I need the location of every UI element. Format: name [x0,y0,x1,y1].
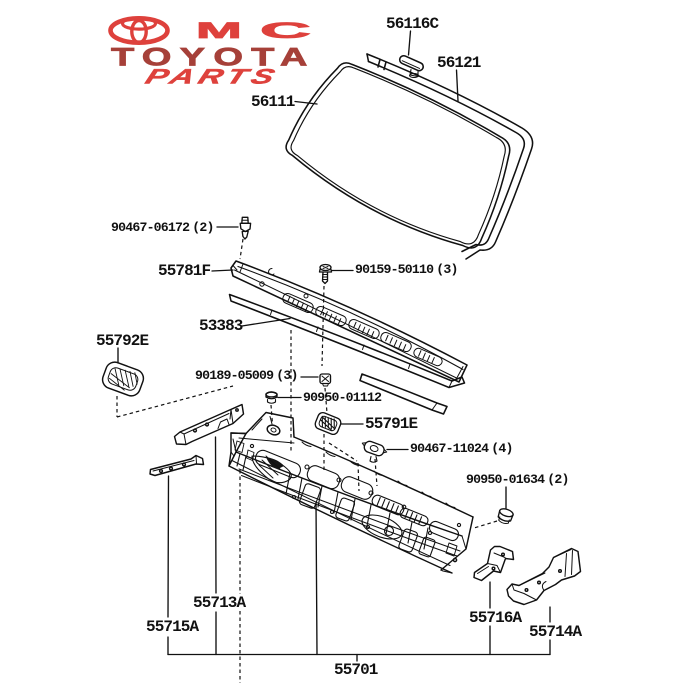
svg-text:90950-01634(2): 90950-01634(2) [466,472,569,487]
svg-text:53383: 53383 [199,317,243,335]
svg-text:55715A: 55715A [146,618,200,636]
svg-text:55716A: 55716A [469,609,523,627]
svg-text:90159-50110(3): 90159-50110(3) [355,262,458,277]
svg-text:90950-01112: 90950-01112 [303,390,382,405]
svg-text:55713A: 55713A [193,594,247,612]
svg-text:55701: 55701 [334,661,378,679]
svg-text:55781F: 55781F [158,262,211,280]
svg-text:55791E: 55791E [365,415,418,433]
svg-text:90467-11024(4): 90467-11024(4) [410,441,513,456]
svg-text:56111: 56111 [251,93,295,111]
svg-text:TOYOTA: TOYOTA [111,43,316,71]
svg-text:56121: 56121 [437,54,481,72]
svg-text:M: M [196,18,242,43]
svg-text:90467-06172(2): 90467-06172(2) [111,220,214,235]
svg-text:PARTS: PARTS [142,65,283,88]
svg-text:90189-05009(3): 90189-05009(3) [195,368,298,383]
svg-text:C: C [260,18,311,42]
svg-text:55714A: 55714A [529,623,583,641]
svg-text:56116C: 56116C [386,15,440,33]
svg-text:55792E: 55792E [96,332,149,350]
